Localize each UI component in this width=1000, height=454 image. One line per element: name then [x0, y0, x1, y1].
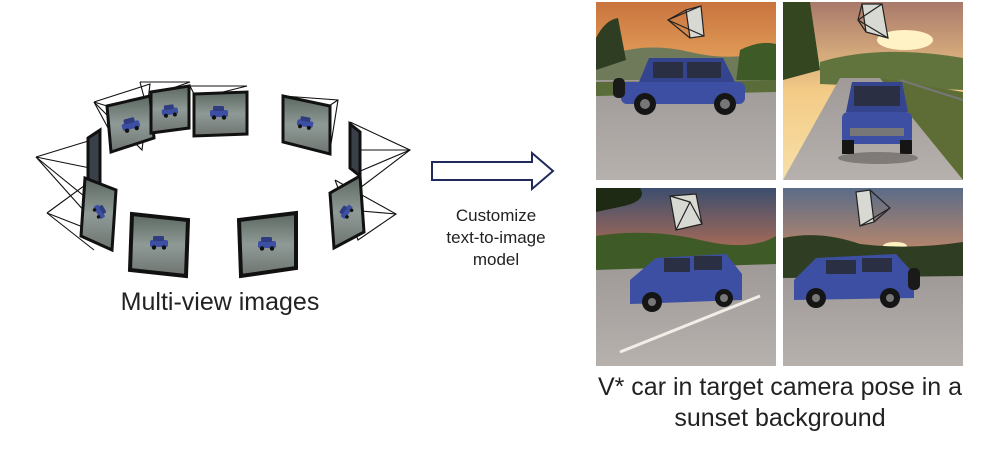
arrow-label: Customize text-to-image model: [416, 205, 576, 271]
camera-frustum-icon: [669, 193, 703, 231]
camera-frustum-icon: [666, 5, 705, 39]
view-thumbnail: [149, 84, 191, 135]
view-thumbnail: [79, 175, 118, 253]
view-thumbnail: [328, 173, 366, 251]
generated-image: [596, 2, 776, 180]
view-thumbnail: [281, 94, 332, 156]
view-thumbnail: [105, 94, 156, 155]
generated-image: [783, 188, 963, 366]
generated-image: [596, 188, 776, 366]
view-thumbnail: [127, 211, 191, 279]
right-arrow-icon: [431, 150, 555, 192]
caption-line: sunset background: [674, 404, 886, 432]
caption-line: V* car in target camera pose in a: [597, 373, 963, 401]
arrow-label-line: text-to-image: [446, 228, 546, 247]
camera-frustum-icon: [857, 3, 889, 39]
camera-frustum-icon: [855, 189, 891, 227]
generated-images-caption: V* car in target camera pose in a sunset…: [565, 372, 995, 434]
view-thumbnail: [192, 90, 249, 138]
multi-view-ring: [35, 81, 412, 279]
view-thumbnail: [236, 210, 298, 279]
generated-image: [783, 2, 964, 180]
arrow-label-line: model: [472, 250, 520, 269]
arrow-label-line: Customize: [455, 206, 537, 225]
view-thumbnail: [348, 120, 362, 180]
multi-view-caption: Multi-view images: [120, 288, 320, 316]
